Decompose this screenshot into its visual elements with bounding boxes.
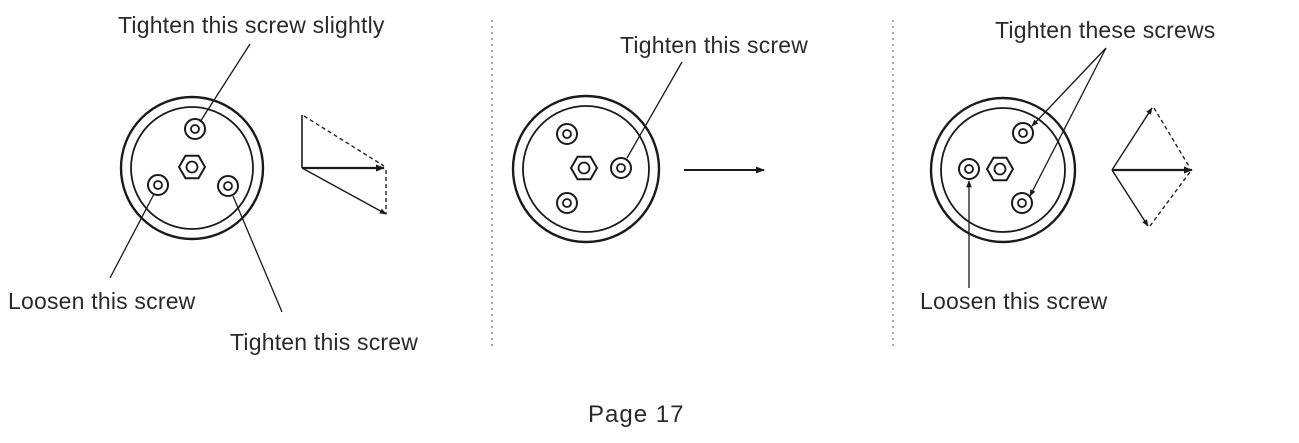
screw-icon [184, 118, 206, 140]
panel-1: Tighten this screw slightly Loosen this … [8, 12, 418, 355]
label-tighten-slightly: Tighten this screw slightly [118, 12, 385, 38]
center-hex-nut [985, 156, 1015, 182]
leader-line [232, 195, 283, 313]
label-tighten-screws: Tighten these screws [995, 17, 1215, 43]
label-tighten-screw: Tighten this screw [230, 329, 418, 355]
leader-line [109, 193, 155, 279]
screw-icon [556, 123, 578, 145]
page-number: Page 17 [588, 401, 684, 428]
screw-icon [1011, 192, 1033, 214]
screw-icon [147, 174, 169, 196]
direction-vector-diagram [301, 115, 387, 215]
panel-3: Tighten these screws Loosen this screw [920, 17, 1215, 314]
screw-icon [556, 192, 578, 214]
leader-line [626, 61, 683, 159]
screw-icon [958, 158, 980, 180]
screw-icon [1012, 122, 1034, 144]
mount-ring [119, 95, 265, 241]
mount-ring [929, 96, 1077, 244]
direction-vector-diagram [1111, 107, 1193, 227]
panel-2: Tighten this screw [511, 32, 808, 244]
mount-ring [511, 94, 661, 244]
screw-icon [217, 175, 239, 197]
leader-line [1031, 47, 1107, 127]
leader-line [1029, 47, 1107, 197]
screw-icon [610, 157, 632, 179]
label-loosen-screw: Loosen this screw [8, 288, 196, 314]
leader-line [199, 43, 251, 123]
label-loosen-screw: Loosen this screw [920, 288, 1108, 314]
center-hex-nut [569, 155, 599, 181]
center-hex-nut [177, 154, 207, 180]
label-tighten-screw: Tighten this screw [620, 32, 808, 58]
